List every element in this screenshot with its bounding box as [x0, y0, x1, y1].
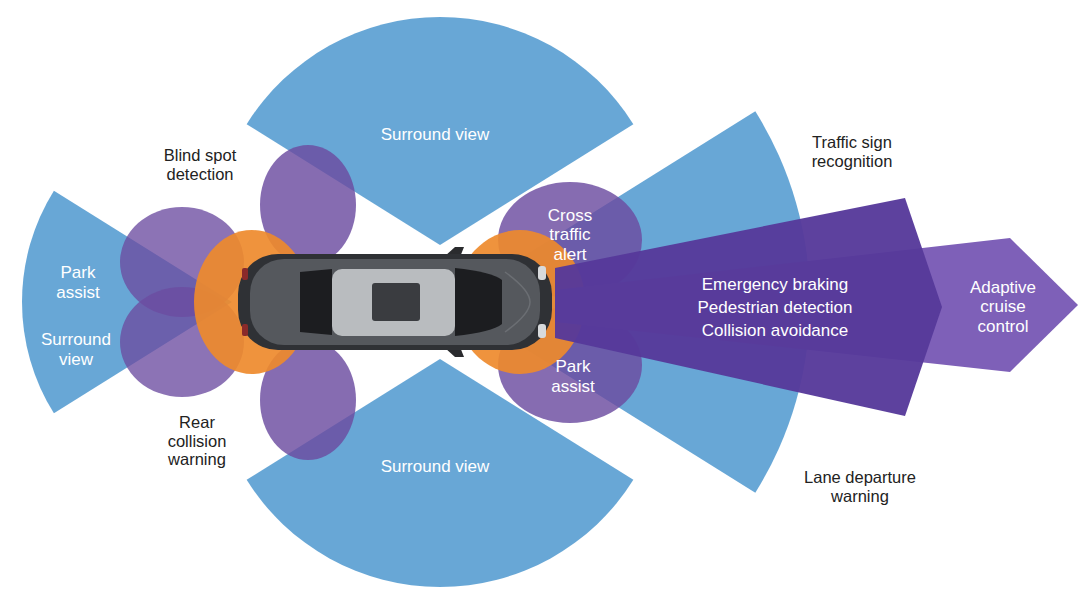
zone-shape: [20, 185, 235, 420]
zone-label: Surround view: [360, 125, 510, 145]
feature-label: Traffic sign recognition: [796, 133, 908, 171]
zone-label: Pedestrian detection: [675, 298, 875, 318]
zone-label: Surround view: [360, 457, 510, 477]
zone-outline: [247, 359, 634, 587]
zone-label: Adaptive cruise control: [961, 278, 1045, 337]
taillight: [242, 324, 248, 336]
coverage-zone: Park assist: [498, 307, 642, 423]
coverage-zone: Surround view: [210, 359, 675, 591]
zone-label: Surround view: [37, 330, 115, 369]
rear-window: [300, 269, 332, 335]
coverage-zone: Emergency brakingPedestrian detectionCol…: [555, 198, 943, 416]
car-roof: [332, 269, 455, 336]
coverage-zone: Surround view: [210, 15, 675, 247]
zone-outline: [555, 238, 1078, 372]
headlight: [538, 266, 546, 280]
coverage-zone: Cross traffic alert: [498, 182, 642, 298]
feature-label: Blind spot detection: [163, 146, 237, 184]
zone-label: Emergency braking: [675, 275, 875, 295]
car-illustration: [238, 247, 552, 357]
zone-label: Cross traffic alert: [538, 206, 602, 265]
zone-label: Park assist: [541, 357, 605, 396]
zone-label: Park assist: [46, 263, 110, 302]
hood-line: [505, 272, 530, 332]
coverage-zone: Park assistSurround view: [20, 185, 235, 420]
zone-outline: [498, 307, 642, 423]
sunroof: [372, 283, 420, 321]
car-body: [238, 254, 552, 350]
headlight: [538, 324, 546, 338]
feature-label: Lane departure warning: [794, 468, 926, 506]
feature-label: Rear collision warning: [160, 413, 234, 470]
windshield: [455, 268, 502, 336]
zone-label: Collision avoidance: [675, 321, 875, 341]
zone-outline: [22, 191, 232, 414]
taillight: [242, 268, 248, 280]
car-panel: [250, 259, 540, 345]
